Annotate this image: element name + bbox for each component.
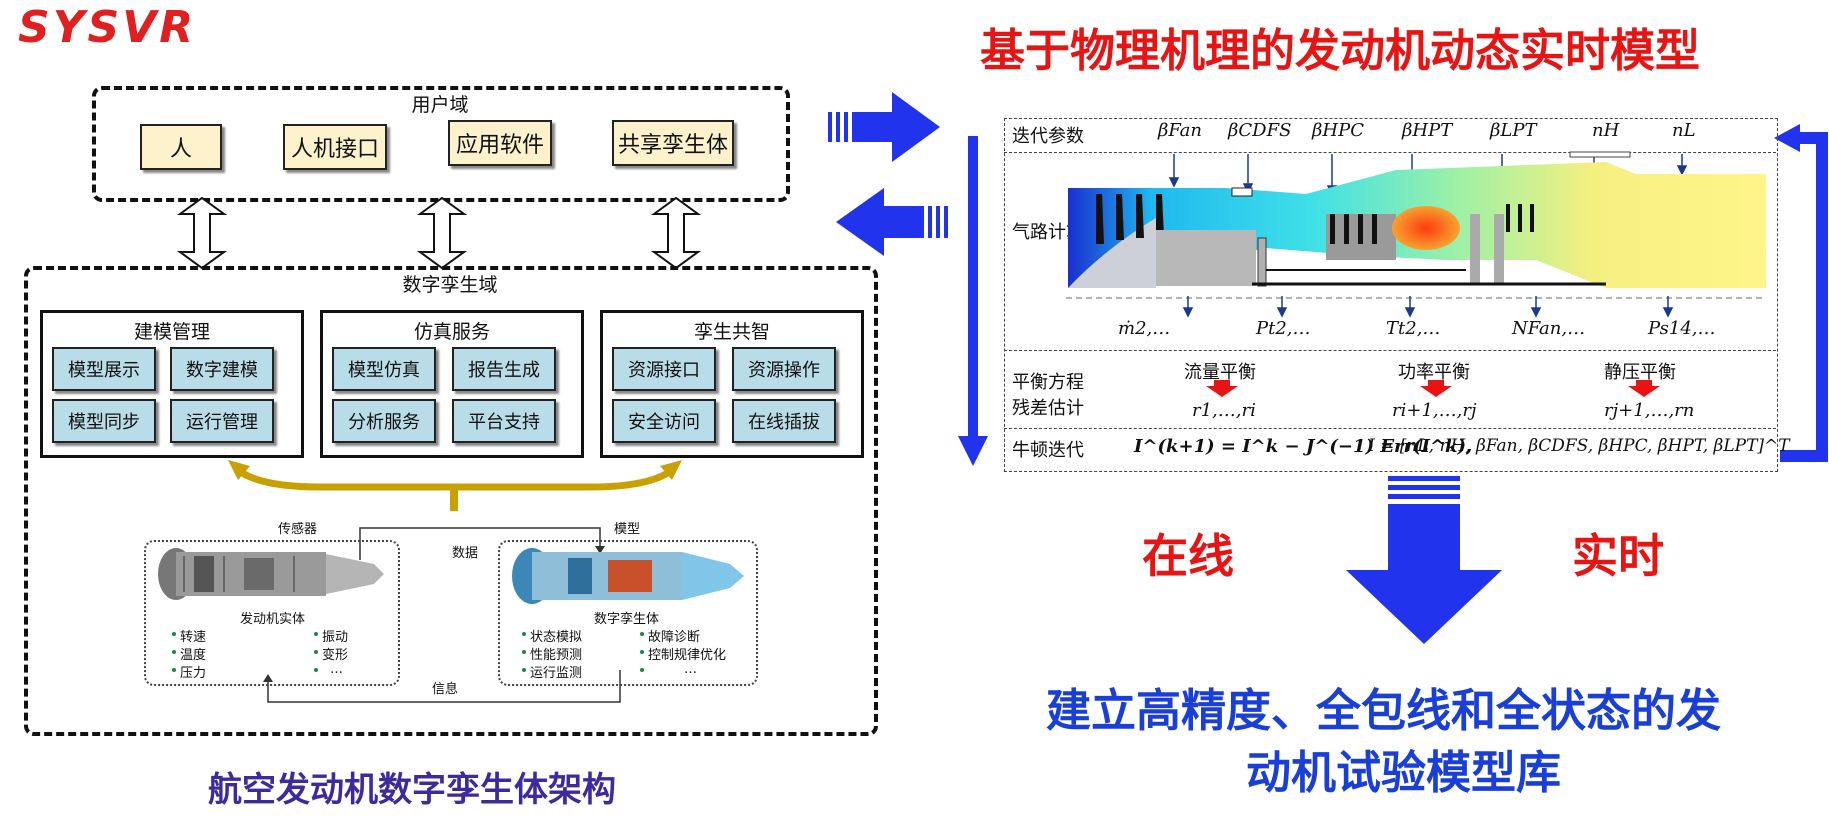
twin-domain-title: 数字孪生域: [402, 274, 498, 296]
label-balance-1: 平衡方程: [1012, 372, 1084, 393]
physical-item-more: …: [330, 662, 343, 677]
conclusion-line-1: 建立高精度、全包线和全状态的发: [1046, 684, 1722, 737]
big-down-arrow: [1346, 476, 1502, 644]
user-item-person: 人: [140, 124, 222, 170]
param-beta-hpt: βHPT: [1402, 120, 1453, 141]
right-title: 基于物理机理的发动机动态实时模型: [980, 24, 1701, 77]
domain-link-arrows: [176, 196, 702, 270]
label-newton: 牛顿迭代: [1012, 440, 1084, 461]
item-run-management: 运行管理: [170, 399, 274, 443]
group-twin-intelligence-title: 孪生共智: [693, 321, 770, 343]
twin-item-fault-diag: 故障诊断: [648, 630, 701, 645]
center-exchange-arrows: [828, 92, 948, 256]
model-frame: [1004, 118, 1778, 472]
physical-item-vibration: 振动: [322, 630, 349, 645]
user-item-hmi: 人机接口: [283, 124, 387, 170]
gold-bracket-arrow: [228, 460, 682, 511]
item-resource-interface: 资源接口: [612, 347, 716, 391]
left-caption: 航空发动机数字孪生体架构: [208, 770, 616, 810]
balance-power-residual: ri+1,…,rj: [1392, 400, 1477, 421]
output-pt2: Pt2,…: [1256, 318, 1311, 339]
item-resource-operation: 资源操作: [732, 347, 836, 391]
engine-flow-lines: [263, 527, 621, 703]
group-simulation-service-title: 仿真服务: [413, 321, 490, 343]
balance-flow-residual: r1,…,ri: [1192, 400, 1256, 421]
conclusion-line-2: 动机试验模型库: [1246, 746, 1562, 799]
user-domain-title: 用户域: [411, 94, 469, 116]
twin-engine-title: 数字孪生体: [594, 612, 660, 627]
output-ps14: Ps14,…: [1648, 318, 1716, 339]
twin-domain-box: [24, 266, 878, 736]
twin-engine-image: [512, 548, 744, 604]
param-beta-lpt: βLPT: [1490, 120, 1537, 141]
user-item-shared-twin: 共享孪生体: [612, 120, 734, 166]
physical-item-temperature: 温度: [180, 648, 207, 663]
item-platform-support: 平台支持: [452, 399, 556, 443]
label-balance-2: 残差估计: [1012, 398, 1084, 419]
param-beta-fan: βFan: [1158, 120, 1202, 141]
item-analysis-service: 分析服务: [332, 399, 436, 443]
physical-item-deformation: 变形: [322, 648, 349, 663]
model-label: 模型: [614, 522, 641, 537]
gas-path-engine-diagram: [1066, 151, 1766, 318]
label-realtime: 实时: [1572, 529, 1664, 583]
balance-static-name: 静压平衡: [1604, 362, 1676, 383]
row-divider-2: [1004, 350, 1776, 351]
twin-bullets: [522, 632, 644, 672]
twin-engine-box: [498, 540, 758, 686]
sysvr-logo: SYSVR: [18, 2, 197, 53]
param-nh: nH: [1592, 120, 1620, 141]
output-mass-flow: ṁ2,…: [1118, 318, 1171, 339]
item-model-simulation: 模型仿真: [332, 347, 436, 391]
param-nl: nL: [1672, 120, 1696, 141]
balance-power-name: 功率平衡: [1398, 362, 1470, 383]
item-model-display: 模型展示: [52, 347, 156, 391]
iteration-loop-arrows: [958, 124, 1828, 466]
label-iter-params: 迭代参数: [1012, 126, 1084, 147]
twin-item-control-opt: 控制规律优化: [648, 648, 727, 663]
sensor-label: 传感器: [278, 522, 318, 537]
row-divider-3: [1004, 428, 1776, 429]
item-digital-modeling: 数字建模: [170, 347, 274, 391]
twin-item-run-monitor: 运行监测: [530, 666, 583, 681]
balance-static-residual: rj+1,…,rn: [1604, 400, 1695, 421]
twin-item-perf-predict: 性能预测: [530, 648, 583, 663]
newton-equation-update: I^(k+1) = I^k − J^(−1) Err(I^k),: [1134, 436, 1473, 457]
balance-flow-name: 流量平衡: [1184, 362, 1256, 383]
physical-engine-title: 发动机实体: [240, 612, 306, 627]
physical-engine-box: [144, 540, 400, 686]
info-label: 信息: [432, 682, 459, 697]
item-report-generation: 报告生成: [452, 347, 556, 391]
newton-equation-vector: I = [nL, nH, βFan, βCDFS, βHPC, βHPT, βL…: [1368, 436, 1790, 456]
param-beta-cdfs: βCDFS: [1228, 120, 1292, 141]
group-modeling-management-title: 建模管理: [133, 321, 210, 343]
item-secure-access: 安全访问: [612, 399, 716, 443]
label-online: 在线: [1142, 529, 1234, 583]
physical-item-speed: 转速: [180, 630, 207, 645]
output-nfan: NFan,…: [1512, 318, 1586, 339]
param-beta-hpc: βHPC: [1312, 120, 1364, 141]
twin-item-more: …: [684, 662, 697, 677]
row-divider-1: [1004, 152, 1776, 153]
output-tt2: Tt2,…: [1386, 318, 1441, 339]
twin-item-state-sim: 状态模拟: [530, 630, 583, 645]
balance-red-arrows: [1206, 380, 1660, 397]
item-model-sync: 模型同步: [52, 399, 156, 443]
user-item-app-software: 应用软件: [448, 120, 552, 166]
physical-engine-image: [158, 548, 384, 600]
physical-bullets: [172, 632, 318, 672]
data-label: 数据: [452, 546, 479, 561]
label-gas-path: 气路计算: [1012, 222, 1084, 243]
item-online-plugging: 在线插拔: [732, 399, 836, 443]
physical-item-pressure: 压力: [180, 666, 207, 681]
